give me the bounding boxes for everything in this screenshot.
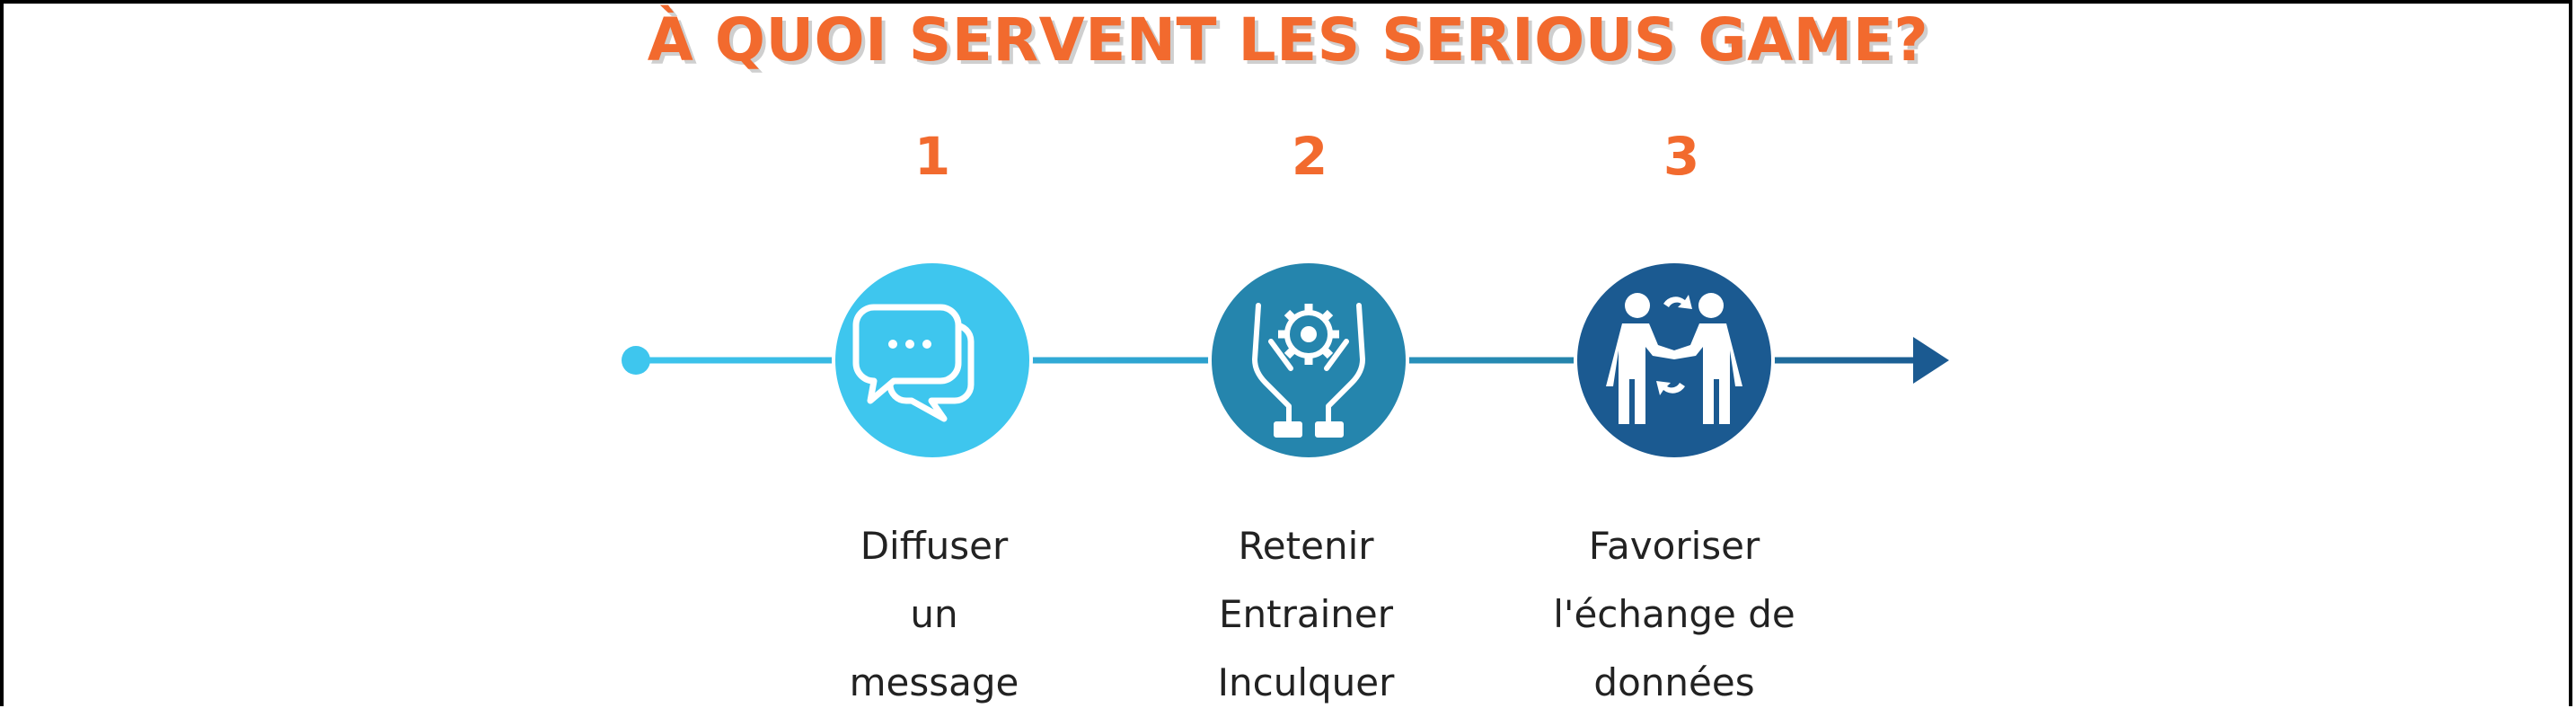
step-circle-2	[1208, 260, 1409, 461]
step-number-2: 2	[1291, 126, 1328, 187]
page-title: À QUOI SERVENT LES SERIOUS GAME?	[647, 5, 1929, 75]
step-number-3: 3	[1663, 126, 1700, 187]
step-label-1: Diffuser un message	[763, 512, 1105, 717]
step-circle-3	[1574, 260, 1775, 461]
step-label-3-line-1: Favoriser	[1588, 524, 1760, 568]
step-label-3-line-3: données	[1593, 660, 1755, 704]
step-label-1-line-1: Diffuser	[860, 524, 1009, 568]
step-label-1-line-2: un	[910, 592, 958, 636]
step-label-2-line-3: Inculquer	[1217, 660, 1395, 704]
step-number-1: 1	[913, 126, 951, 187]
step-label-3: Favoriser l'échange de données	[1504, 512, 1845, 717]
timeline-arrowhead	[1913, 337, 1949, 384]
timeline-start-dot	[622, 346, 650, 375]
step-label-1-line-3: message	[849, 660, 1019, 704]
step-label-2: Retenir Entrainer Inculquer	[1135, 512, 1477, 717]
step-label-2-line-1: Retenir	[1238, 524, 1374, 568]
chat-bubbles-icon	[852, 304, 975, 422]
people-exchange-icon	[1606, 293, 1742, 424]
step-circle-1	[832, 260, 1033, 461]
hands-gear-icon	[1252, 303, 1365, 438]
step-label-2-line-2: Entrainer	[1218, 592, 1394, 636]
step-label-3-line-2: l'échange de	[1553, 592, 1795, 636]
